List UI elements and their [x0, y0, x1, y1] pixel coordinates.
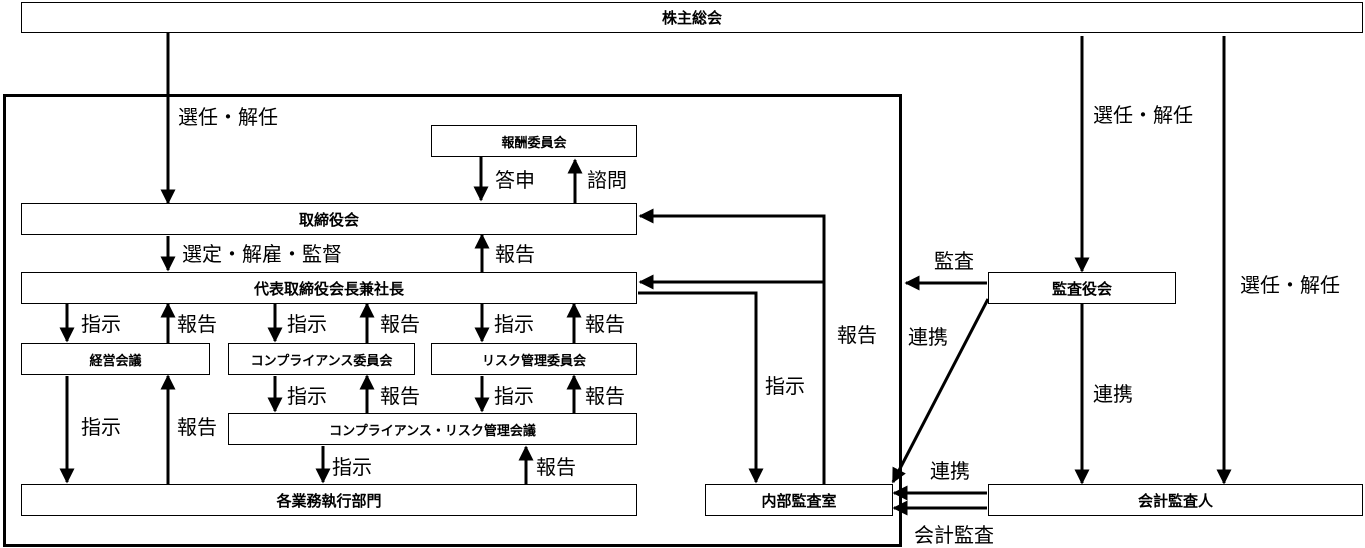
label-instruct-compliance: 指示	[287, 312, 327, 336]
label-report-internal-audit: 報告	[837, 323, 877, 347]
label-appoint-dismiss-right: 選任・解任	[1240, 273, 1340, 297]
board-box: 取締役会	[21, 203, 637, 235]
management-meeting-box: 経営会議	[21, 343, 210, 375]
management-meeting-label: 経営会議	[89, 353, 142, 369]
label-report-president-to-board: 報告	[495, 242, 535, 266]
audit-board-label: 監査役会	[1051, 279, 1112, 298]
label-appoint-dismiss-audit: 選任・解任	[1093, 103, 1193, 127]
risk-committee-box: リスク管理委員会	[431, 343, 637, 375]
compliance-risk-meeting-box: コンプライアンス・リスク管理会議	[228, 413, 637, 445]
compliance-risk-meeting-label: コンプライアンス・リスク管理会議	[329, 423, 536, 439]
label-report-risk: 報告	[585, 312, 625, 336]
label-report-meeting-to-compliance: 報告	[380, 384, 420, 408]
label-report-divisions-to-meeting: 報告	[536, 455, 576, 479]
label-instruct-risk: 指示	[494, 312, 534, 336]
label-audit: 監査	[934, 249, 974, 273]
arrow-audit-board-to-internal-audit	[891, 298, 990, 484]
label-report-meeting-to-risk: 報告	[585, 384, 625, 408]
label-instruct-compliance-to-meeting: 指示	[287, 384, 327, 408]
label-select-dismiss-supervise: 選定・解雇・監督	[182, 242, 342, 266]
business-divisions-label: 各業務執行部門	[276, 491, 382, 510]
label-answer: 答申	[495, 168, 535, 192]
shareholders-label: 株主総会	[661, 9, 722, 27]
label-accounting-audit: 会計監査	[914, 523, 994, 547]
label-cooperation-audit-internal: 連携	[908, 325, 948, 349]
business-divisions-box: 各業務執行部門	[21, 484, 637, 516]
label-instruct-mgmt: 指示	[81, 312, 121, 336]
label-cooperation-accounting-internal: 連携	[930, 459, 970, 483]
label-instruct-internal-audit: 指示	[765, 374, 805, 398]
shareholders-box: 株主総会	[21, 2, 1363, 33]
label-instruct-mgmt-to-divisions: 指示	[81, 415, 121, 439]
arrow-president-to-internal-audit	[638, 291, 764, 484]
compliance-committee-box: コンプライアンス委員会	[228, 343, 415, 375]
accounting-auditor-label: 会計監査人	[1137, 491, 1213, 510]
compliance-committee-label: コンプライアンス委員会	[250, 353, 393, 369]
compensation-committee-label: 報酬委員会	[501, 135, 567, 151]
board-label: 取締役会	[298, 210, 359, 229]
label-cooperation-audit-accounting: 連携	[1093, 382, 1133, 406]
internal-audit-box: 内部監査室	[705, 484, 893, 516]
label-report-divisions-to-mgmt: 報告	[177, 415, 217, 439]
label-instruct-meeting-to-divisions: 指示	[332, 455, 372, 479]
company-frame	[3, 94, 902, 547]
label-inquiry: 諮問	[587, 168, 627, 192]
arrow-internal-audit-to-board	[638, 208, 826, 484]
risk-committee-label: リスク管理委員会	[481, 353, 586, 369]
label-report-compliance: 報告	[380, 312, 420, 336]
label-report-mgmt: 報告	[177, 312, 217, 336]
compensation-committee-box: 報酬委員会	[431, 125, 637, 157]
audit-board-box: 監査役会	[988, 272, 1176, 304]
president-label: 代表取締役会長兼社長	[253, 279, 404, 298]
accounting-auditor-box: 会計監査人	[988, 484, 1363, 516]
label-instruct-risk-to-meeting: 指示	[494, 384, 534, 408]
label-appoint-dismiss-left: 選任・解任	[178, 105, 278, 129]
president-box: 代表取締役会長兼社長	[21, 272, 637, 304]
internal-audit-label: 内部監査室	[761, 491, 837, 510]
